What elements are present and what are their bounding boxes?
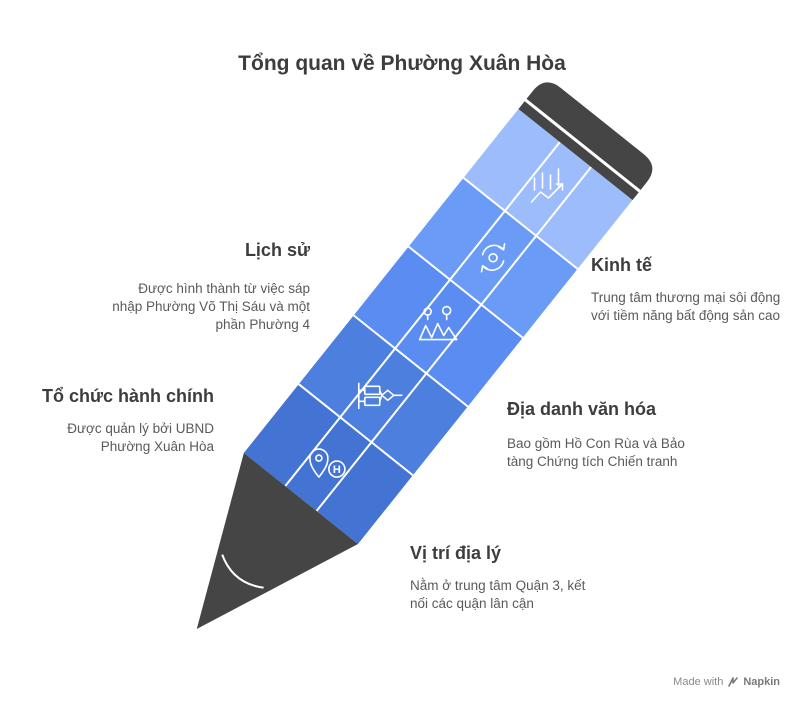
svg-text:H: H <box>333 464 341 476</box>
pencil-ferrule <box>518 101 639 201</box>
landscape-icon <box>418 305 458 341</box>
desc-to-chuc: Được quản lý bởi UBND Phường Xuân Hòa <box>67 421 214 454</box>
chart-growth-icon <box>530 168 564 203</box>
napkin-logo-icon <box>728 677 739 687</box>
heading-to-chuc: Tổ chức hành chính <box>41 386 214 406</box>
heading-lich-su: Lịch sử <box>244 240 310 260</box>
heading-dia-danh: Địa danh văn hóa <box>507 399 657 419</box>
pencil-tip <box>196 452 358 629</box>
flowchart-icon <box>357 382 403 410</box>
heading-kinh-te: Kinh tế <box>591 255 652 275</box>
footer: Made with Napkin <box>673 676 780 688</box>
page-title: Tổng quan về Phường Xuân Hòa <box>238 52 566 75</box>
desc-vi-tri: Nằm ở trung tâm Quận 3, kết nối các quận… <box>410 578 586 611</box>
desc-dia-danh: Bao gồm Hồ Con Rùa và Bảo tàng Chứng tíc… <box>507 436 685 469</box>
pencil-ferrule-band <box>524 98 641 193</box>
cycle-icon <box>480 242 506 273</box>
napkin-brand: Napkin <box>743 676 780 688</box>
band-dia-danh <box>353 246 523 407</box>
desc-lich-su: Được hình thành từ việc sáp nhập Phường … <box>112 281 310 332</box>
made-with-text: Made with <box>673 676 724 688</box>
band-lich-su <box>463 109 633 269</box>
heading-vi-tri: Vị trí địa lý <box>410 543 502 563</box>
desc-kinh-te: Trung tâm thương mại sôi động với tiềm n… <box>591 290 781 323</box>
location-hospital-icon: H <box>309 448 346 478</box>
band-to-chuc <box>298 315 468 476</box>
pencil-eraser <box>526 82 653 190</box>
band-vi-tri <box>243 384 413 545</box>
band-kinh-te <box>408 177 578 338</box>
